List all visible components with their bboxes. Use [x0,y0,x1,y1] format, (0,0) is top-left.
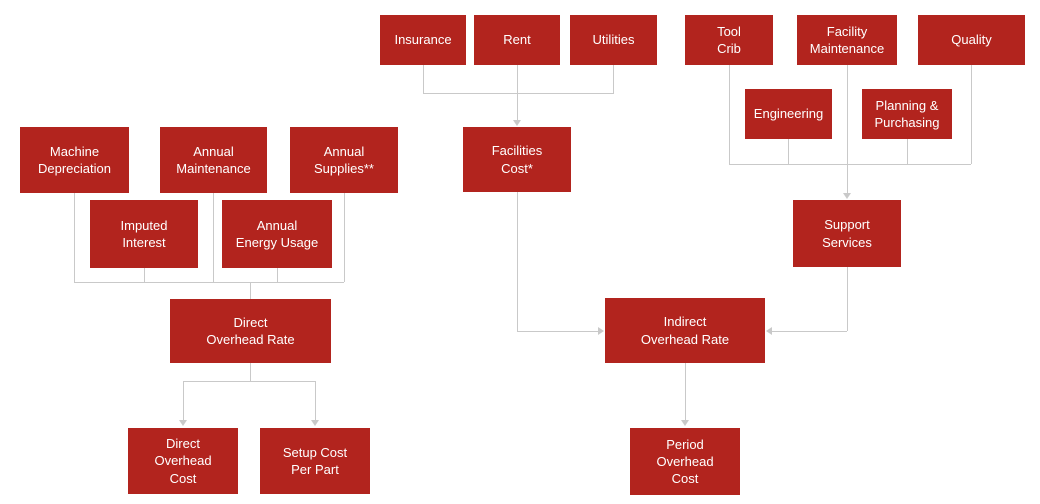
connector-line [847,65,848,193]
insurance-node: Insurance [380,15,466,65]
arrowhead-right-icon [598,327,604,335]
connector-line [423,65,424,93]
utilities-node: Utilities [570,15,657,65]
connector-line [788,139,789,164]
connector-line [971,65,972,164]
connector-line [517,192,518,331]
connector-line [685,363,686,420]
connector-line [517,331,598,332]
connector-line [729,65,730,164]
connector-line [74,282,344,283]
connector-line [183,381,184,420]
arrowhead-down-icon [513,120,521,126]
direct-overhead-rate-node: Direct Overhead Rate [170,299,331,363]
connector-line [250,282,251,299]
facilities-cost-node: Facilities Cost* [463,127,571,192]
quality-node: Quality [918,15,1025,65]
connector-line [250,363,251,381]
planning-purchasing-node: Planning & Purchasing [862,89,952,139]
arrowhead-down-icon [179,420,187,426]
connector-line [772,331,847,332]
imputed-interest-node: Imputed Interest [90,200,198,268]
connector-line [144,268,145,282]
connector-line [847,267,848,331]
arrowhead-down-icon [843,193,851,199]
connector-line [213,193,214,282]
connector-line [344,193,345,282]
connector-line [907,139,908,164]
facility-maintenance-node: Facility Maintenance [797,15,897,65]
connector-line [613,65,614,93]
connector-line [74,193,75,282]
machine-depreciation-node: Machine Depreciation [20,127,129,193]
connector-line [277,268,278,282]
connector-line [517,65,518,120]
period-overhead-cost-node: Period Overhead Cost [630,428,740,495]
connector-line [315,381,316,420]
connector-line [423,93,614,94]
connector-line [729,164,971,165]
direct-overhead-cost-node: Direct Overhead Cost [128,428,238,494]
setup-cost-per-part-node: Setup Cost Per Part [260,428,370,494]
engineering-node: Engineering [745,89,832,139]
annual-supplies-node: Annual Supplies** [290,127,398,193]
annual-energy-usage-node: Annual Energy Usage [222,200,332,268]
connector-line [183,381,315,382]
tool-crib-node: Tool Crib [685,15,773,65]
support-services-node: Support Services [793,200,901,267]
rent-node: Rent [474,15,560,65]
arrowhead-down-icon [681,420,689,426]
arrowhead-down-icon [311,420,319,426]
indirect-overhead-rate-node: Indirect Overhead Rate [605,298,765,363]
annual-maintenance-node: Annual Maintenance [160,127,267,193]
arrowhead-left-icon [766,327,772,335]
